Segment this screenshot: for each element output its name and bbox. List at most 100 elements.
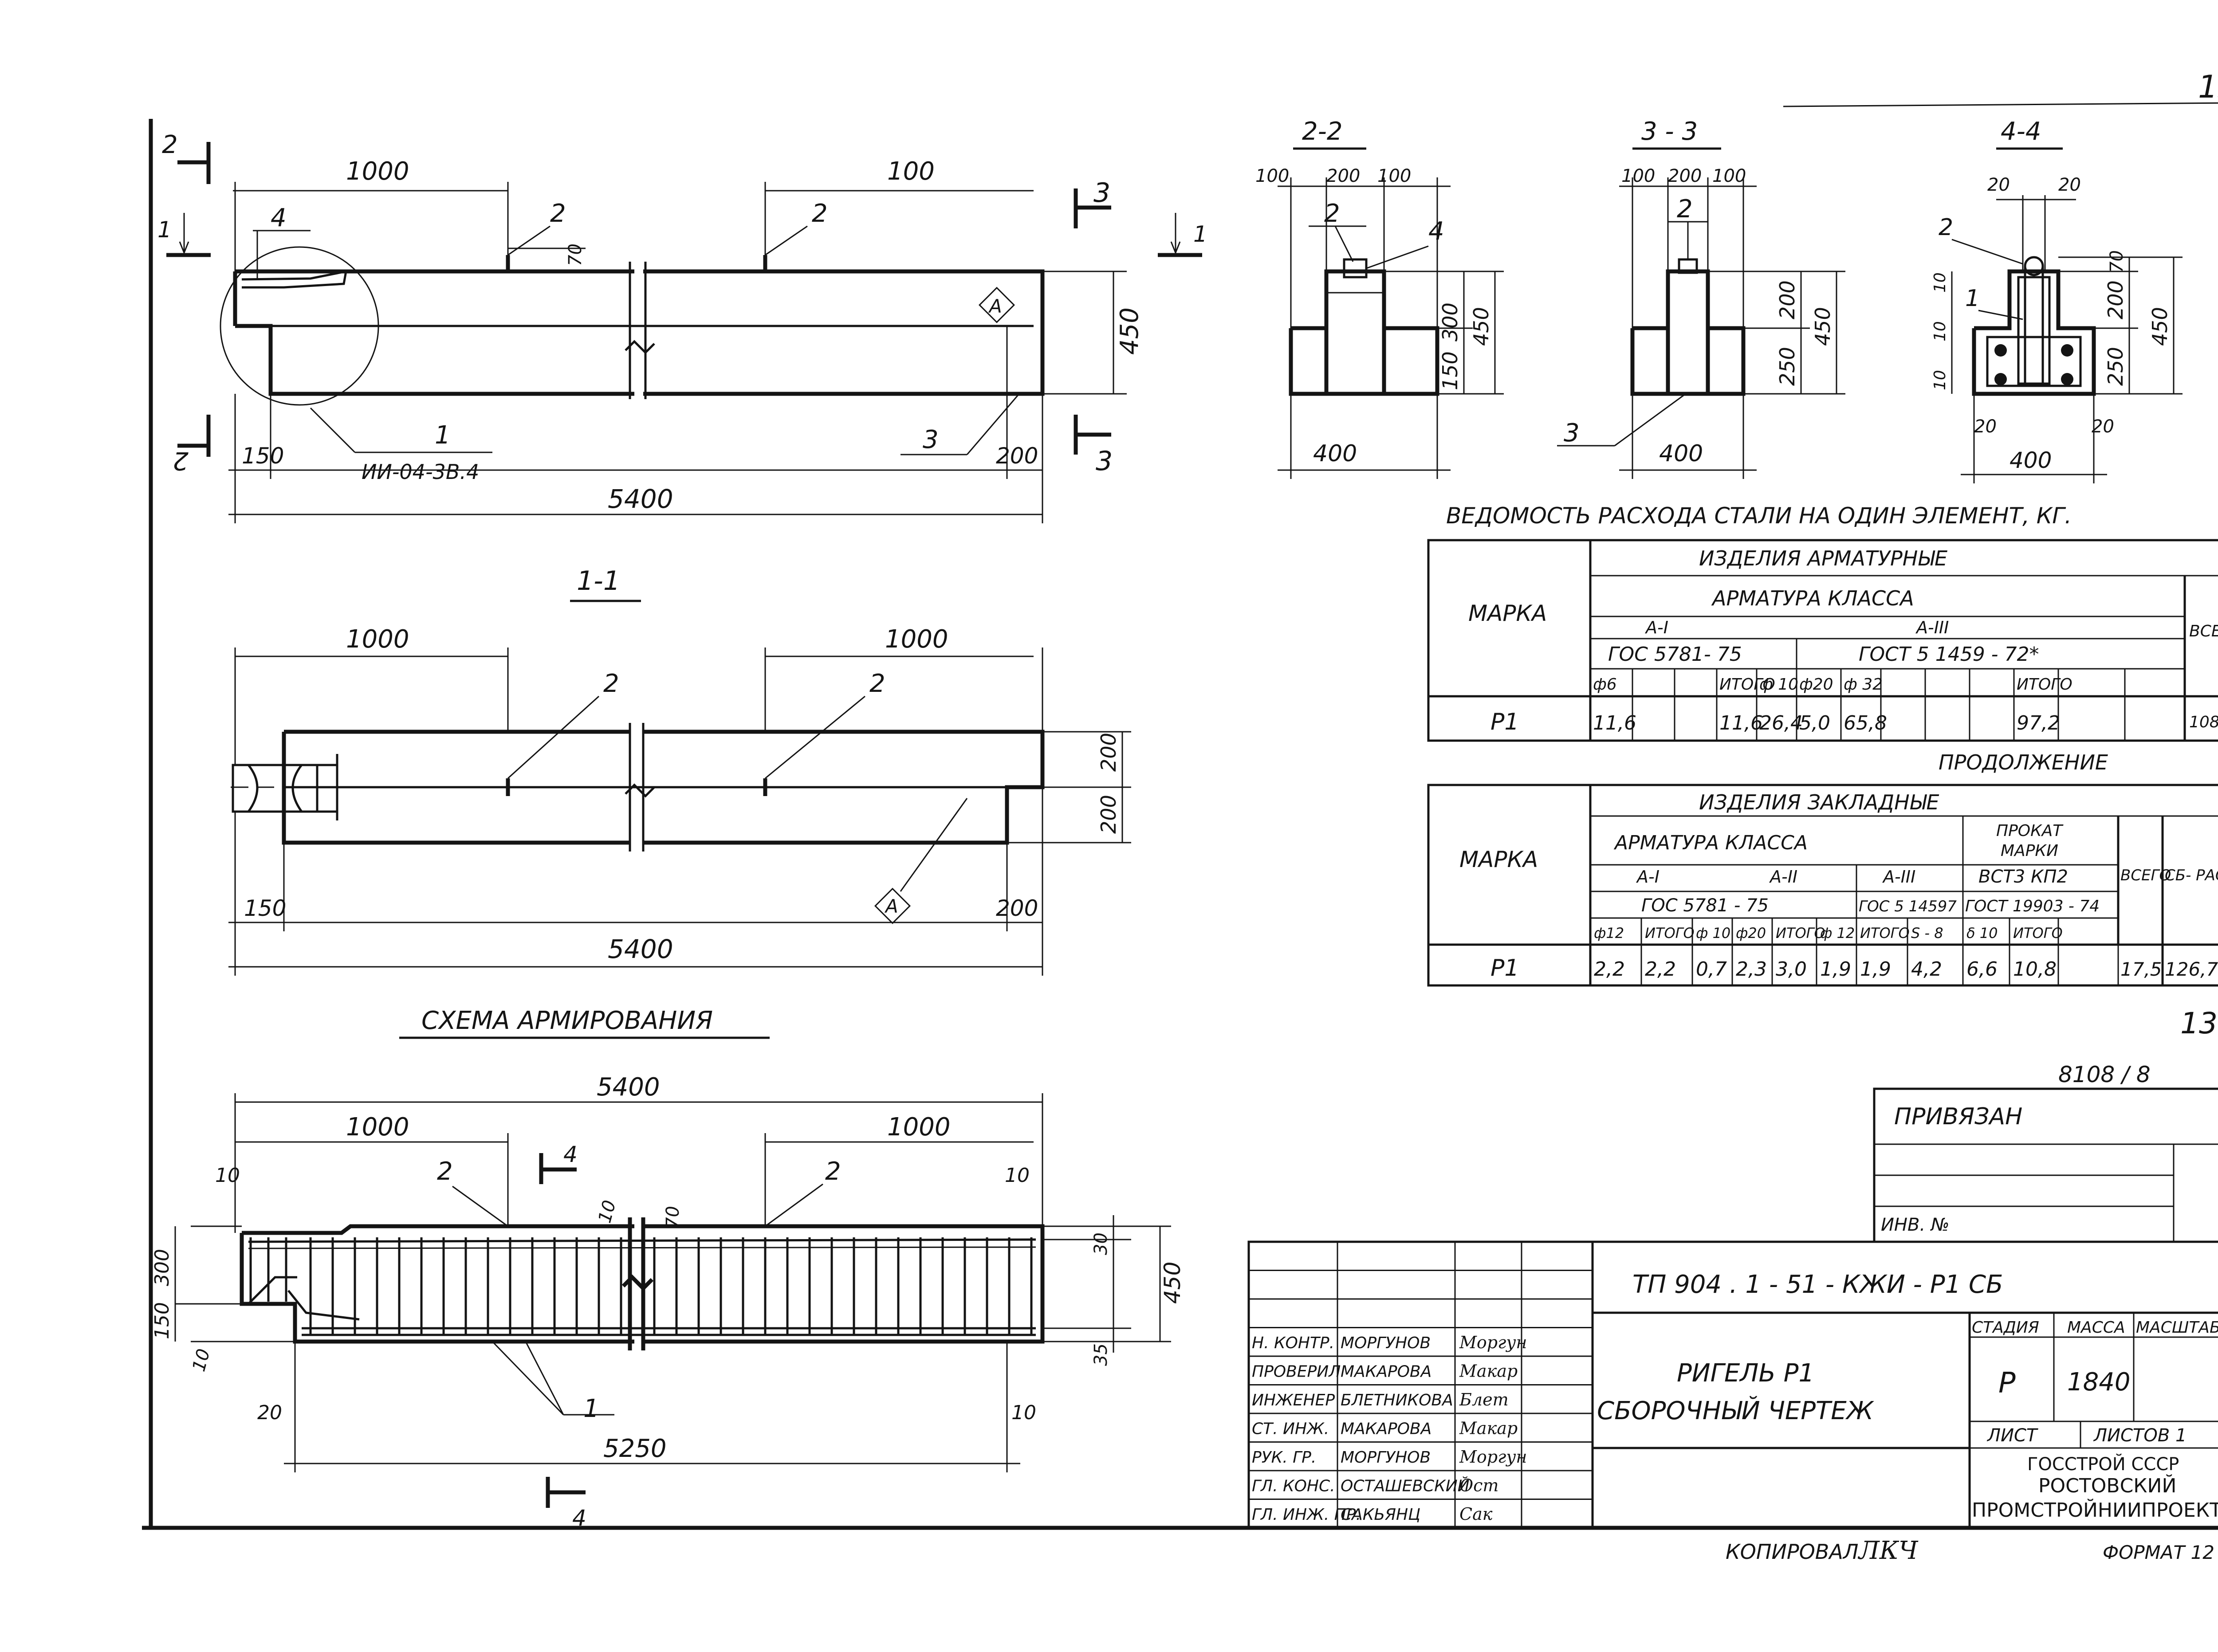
t1-gost1: ГОС 5781- 75 (1608, 643, 1742, 666)
elev-dim-1000: 1000 (346, 157, 409, 186)
s33-dim-200v: 200 (1775, 280, 1799, 319)
t1-group: ИЗДЕЛИЯ АРМАТУРНЫЕ (1699, 546, 1947, 570)
s44-dim-10c: 10 (1931, 370, 1949, 390)
copied-sign: ЛКЧ (1857, 1536, 1919, 1565)
title-block: 13 8108 / 8 ПРИВЯЗАН ИНВ. № ТП 904 . 1 -… (1247, 1006, 2218, 1565)
sheet-number-mid: 13 (2180, 1006, 2218, 1040)
t1-cell: 5,0 (1799, 712, 1830, 734)
t1-class-a3: А-III (1915, 618, 1949, 637)
t1-cell: 97,2 (2017, 712, 2060, 734)
staff-name: ОСТАШЕВСКИЙ (1341, 1476, 1470, 1495)
scheme-title: СХЕМА АРМИРОВАНИЯ (421, 1006, 713, 1035)
doc-name-1: РИГЕЛЬ Р1 (1677, 1359, 1814, 1388)
scheme-dim-300: 300 (151, 1249, 173, 1286)
scheme-dim-35: 35 (1091, 1343, 1111, 1366)
t1-cell: 65,8 (1844, 712, 1887, 734)
staff-role: ГЛ. ИНЖ. ПР. (1252, 1506, 1361, 1524)
elev-dim-450: 450 (1115, 307, 1144, 355)
t1-col-header: ИТОГО (2017, 675, 2072, 694)
scheme-label-2b: 2 (825, 1157, 841, 1186)
t1-mark-header: МАРКА (1468, 600, 1547, 626)
t1-sub: АРМАТУРА КЛАССА (1711, 586, 1914, 610)
project-number: 8108 / 8 (2058, 1062, 2151, 1087)
staff-signature: Моргун (1459, 1333, 1527, 1352)
t1-class-a1: А-I (1644, 618, 1668, 637)
s33-dim-100b: 100 (1712, 166, 1746, 186)
elev-ref: ИИ-04-3В.4 (362, 460, 479, 484)
t2-class-a3: А-III (1882, 867, 1915, 887)
t2-grand-header: СБ- РАС- ХОД (2165, 867, 2218, 884)
scheme-dim-450: 450 (1160, 1262, 1185, 1304)
scheme-dim-150: 150 (151, 1302, 173, 1339)
scheme-dim-5400: 5400 (597, 1073, 660, 1102)
staff-role: ГЛ. КОНС. (1252, 1477, 1335, 1495)
plan-label-2a: 2 (603, 669, 619, 698)
staff-role: ПРОВЕРИЛ (1252, 1362, 1341, 1381)
t2-col-header: ИТОГО (1776, 925, 1825, 942)
page-number: 13 (2198, 69, 2218, 105)
t1-col-header: ф6 (1593, 675, 1617, 694)
t2-mark: Р1 (1490, 955, 1519, 981)
staff-role: СТ. ИНЖ. (1252, 1420, 1329, 1438)
t1-col-header: ф20 (1799, 675, 1833, 694)
plan-dim-1000b: 1000 (885, 625, 948, 654)
s44-dim-20c: 20 (1974, 416, 1997, 437)
elev-dim-150: 150 (242, 443, 284, 469)
s44-dim-10a: 10 (1931, 272, 1949, 293)
t1-cell: 11,6 (1593, 712, 1636, 734)
list-header: ЛИСТ (1986, 1425, 2039, 1446)
stage-header: СТАДИЯ (1972, 1318, 2039, 1337)
plan-dim-200b: 200 (1097, 795, 1121, 834)
t2-col-header: ИТОГО (1860, 925, 1910, 942)
elev-label-4: 4 (271, 204, 287, 232)
t2-gost1: ГОС 5781 - 75 (1641, 895, 1769, 916)
s33-label-3: 3 (1564, 419, 1580, 447)
t2-class-a1: А-I (1636, 867, 1660, 887)
plan-label-2b: 2 (869, 669, 885, 698)
org-2: РОСТОВСКИЙ (2038, 1474, 2176, 1497)
t2-col-header: ф 10 (1696, 925, 1730, 942)
org-1: ГОССТРОЙ СССР (2027, 1453, 2179, 1475)
t2-class-a2: А-II (1769, 867, 1797, 887)
scale-header: МАСШТАБ (2136, 1318, 2218, 1337)
s44-dim-250: 250 (2104, 347, 2128, 386)
staff-name: МОРГУНОВ (1341, 1448, 1431, 1467)
t2-cell: 1,9 (1860, 958, 1891, 981)
t1-mark: Р1 (1490, 709, 1519, 735)
s33-dim-400: 400 (1659, 440, 1703, 467)
t1-cell: 26,4 (1759, 712, 1803, 734)
staff-name: БЛЕТНИКОВА (1341, 1391, 1453, 1409)
elev-label-1: 1 (435, 421, 451, 450)
mass-value: 1840 (2067, 1368, 2131, 1397)
doc-name-2: СБОРОЧНЫЙ ЧЕРТЕЖ (1597, 1397, 1875, 1425)
s22-dim-150: 150 (1438, 351, 1462, 390)
scheme-label-1: 1 (583, 1394, 599, 1423)
bound-label: ПРИВЯЗАН (1894, 1103, 2022, 1130)
inv-label: ИНВ. № (1881, 1215, 1949, 1235)
format-label: ФОРМАТ 12 (2103, 1542, 2214, 1563)
scheme-dim-10a: 10 (215, 1164, 240, 1187)
scheme-dim-10e: 10 (1011, 1401, 1036, 1424)
s22-dim-200: 200 (1326, 166, 1360, 186)
t2-mark-header: МАРКА (1459, 847, 1538, 872)
s22-label-2: 2 (1324, 199, 1340, 228)
s44-dim-20b: 20 (2058, 175, 2081, 195)
cont-label: ПРОДОЛЖЕНИЕ (1939, 750, 2108, 774)
s44-label-1: 1 (1965, 285, 1980, 312)
t2-cell: 2,2 (1645, 958, 1676, 981)
section-4-4: 4-4 20 20 10 10 10 70 200 250 450 20 20 (1931, 117, 2183, 483)
s33-dim-200: 200 (1668, 166, 1702, 186)
t2-gost3: ГОСТ 19903 - 74 (1965, 897, 2100, 915)
s44-dim-200: 200 (2104, 280, 2128, 319)
t2-col-header: ИТОГО (1645, 925, 1695, 942)
s33-dim-450: 450 (1811, 307, 1835, 346)
t2-total-header: ВСЕГО (2120, 867, 2171, 884)
staff-signature: Сак (1459, 1504, 1493, 1524)
s44-title: 4-4 (2001, 117, 2041, 146)
s33-dim-100a: 100 (1621, 166, 1655, 186)
staff-name: МОРГУНОВ (1341, 1334, 1431, 1352)
t2-total: 17,5 (2120, 958, 2162, 980)
